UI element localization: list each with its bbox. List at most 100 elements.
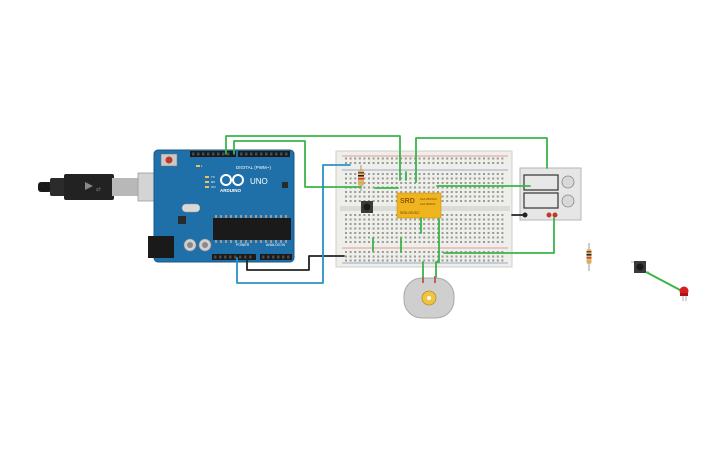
- breadboard-hole: [473, 223, 476, 225]
- breadboard-hole: [455, 173, 458, 175]
- breadboard-hole: [455, 214, 458, 216]
- breadboard-hole: [492, 223, 495, 225]
- breadboard-hole: [354, 259, 357, 262]
- breadboard-hole: [496, 173, 499, 175]
- breadboard-hole: [496, 251, 499, 253]
- breadboard-hole: [372, 195, 375, 198]
- breadboard-hole: [349, 251, 352, 253]
- breadboard-hole: [441, 255, 444, 258]
- breadboard-hole: [377, 195, 380, 198]
- breadboard-hole: [372, 259, 375, 262]
- breadboard-hole: [381, 191, 384, 193]
- breadboard-hole: [483, 223, 485, 225]
- breadboard-hole: [478, 223, 481, 225]
- breadboard-hole: [437, 186, 439, 189]
- breadboard-hole: [455, 255, 458, 258]
- arduino-uno-board[interactable]: DIGITAL (PWM~) ARDUINO UNO TX RX ON L: [148, 149, 295, 263]
- breadboard-hole: [460, 218, 462, 221]
- wires[interactable]: [225, 135, 555, 284]
- breadboard-hole: [345, 182, 347, 184]
- breadboard-hole: [423, 227, 426, 230]
- breadboard-hole: [363, 218, 366, 221]
- breadboard-hole: [450, 162, 453, 164]
- breadboard-hole: [358, 241, 361, 243]
- breadboard-hole: [441, 177, 444, 180]
- breadboard-hole: [354, 232, 357, 234]
- breadboard-hole: [349, 195, 352, 198]
- breadboard-hole: [446, 162, 449, 164]
- breadboard-hole: [381, 255, 384, 258]
- breadboard-hole: [358, 200, 361, 202]
- breadboard-hole: [377, 223, 380, 225]
- breadboard-hole: [404, 223, 407, 225]
- breadboard-hole: [469, 200, 472, 202]
- breadboard-hole: [423, 177, 426, 180]
- breadboard-hole: [496, 200, 499, 202]
- breadboard-hole: [501, 255, 504, 258]
- breadboard-hole: [455, 157, 458, 160]
- relay-brand: SRD: [400, 198, 415, 205]
- usb-cable[interactable]: ⇄: [38, 172, 174, 202]
- breadboard-hole: [391, 218, 393, 221]
- breadboard-hole: [437, 241, 439, 243]
- loose-pushbutton[interactable]: [631, 261, 649, 273]
- breadboard-hole: [423, 173, 426, 175]
- breadboard-hole: [414, 218, 416, 221]
- breadboard-hole: [464, 255, 467, 258]
- breadboard-hole: [372, 182, 375, 184]
- breadboard-hole: [483, 251, 485, 253]
- breadboard-hole: [409, 182, 412, 184]
- breadboard-hole: [455, 195, 458, 198]
- breadboard-hole: [349, 214, 352, 216]
- breadboard-hole: [487, 200, 490, 202]
- led[interactable]: [645, 271, 689, 301]
- breadboard-hole: [427, 157, 430, 160]
- relay-module[interactable]: SRD 10A 250VAC 10A 30VDC SRD-05VDC: [396, 192, 442, 219]
- breadboard-hole: [496, 232, 499, 234]
- dc-motor[interactable]: [403, 276, 455, 319]
- breadboard-hole: [418, 251, 421, 253]
- breadboard-hole: [363, 214, 366, 216]
- breadboard-hole: [446, 214, 449, 216]
- breadboard-hole: [487, 232, 490, 234]
- breadboard-hole: [450, 214, 453, 216]
- breadboard-hole: [345, 227, 347, 230]
- breadboard-hole: [423, 182, 426, 184]
- breadboard-hole: [473, 191, 476, 193]
- breadboard-hole: [441, 162, 444, 164]
- breadboard-hole: [432, 218, 435, 221]
- breadboard-hole: [363, 173, 366, 175]
- breadboard-hole: [492, 200, 495, 202]
- breadboard-hole: [368, 157, 370, 160]
- breadboard-hole: [381, 227, 384, 230]
- breadboard-hole: [400, 182, 403, 184]
- breadboard-hole: [386, 223, 389, 225]
- breadboard-hole: [446, 251, 449, 253]
- breadboard-hole: [391, 191, 393, 193]
- breadboard-hole: [478, 227, 481, 230]
- breadboard-hole: [501, 241, 504, 243]
- pushbutton-on-breadboard[interactable]: [361, 201, 373, 213]
- breadboard-hole: [432, 223, 435, 225]
- breadboard-hole: [478, 259, 481, 262]
- power-supply[interactable]: [519, 167, 582, 221]
- wire-green-d-to-relay: [225, 135, 401, 181]
- breadboard-hole: [391, 232, 393, 234]
- breadboard-hole: [437, 157, 439, 160]
- breadboard-hole: [391, 200, 393, 202]
- breadboard-hole: [400, 218, 403, 221]
- breadboard-hole: [409, 218, 412, 221]
- breadboard-hole: [414, 157, 416, 160]
- breadboard-hole: [460, 200, 462, 202]
- breadboard-hole: [446, 232, 449, 234]
- breadboard-hole: [418, 236, 421, 239]
- breadboard-hole: [414, 186, 416, 189]
- breadboard-hole: [345, 259, 347, 262]
- breadboard-hole: [427, 251, 430, 253]
- breadboard-hole: [418, 255, 421, 258]
- breadboard-hole: [377, 259, 380, 262]
- breadboard-hole: [400, 227, 403, 230]
- breadboard-hole: [483, 186, 485, 189]
- breadboard-hole: [418, 182, 421, 184]
- loose-resistor[interactable]: [586, 243, 592, 271]
